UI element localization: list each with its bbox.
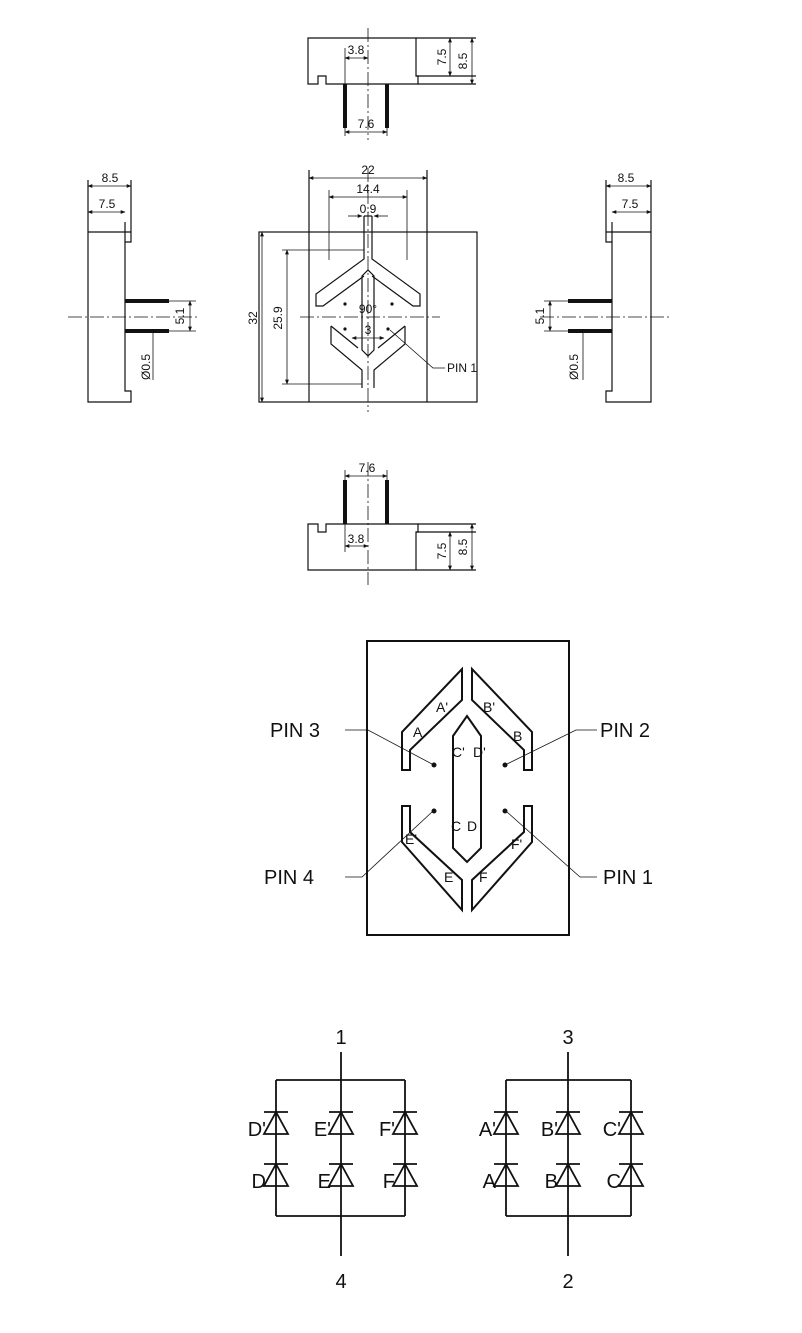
top-dim-3-8: 3.8 [348, 43, 365, 57]
bottom-dim-3-8: 3.8 [348, 532, 365, 546]
left-lower-label-1: E [318, 1171, 331, 1193]
right-lower-label-2: C [607, 1171, 621, 1193]
right-bottom-node: 2 [562, 1271, 573, 1293]
segment-b: B [513, 728, 522, 744]
right-upper-label-2: C' [603, 1119, 621, 1141]
segment-b-prime: B' [483, 699, 495, 715]
right-upper-label-1: B' [541, 1119, 558, 1141]
left-upper-diode-0-triangle [262, 1110, 290, 1135]
segment-a-prime: A' [436, 699, 448, 715]
left-dim-8-5: 8.5 [102, 171, 119, 185]
top-dim-7-5: 7.5 [435, 48, 449, 65]
segment-f-prime: F' [511, 836, 522, 852]
front-view: PIN 1 22 14.4 0.9 32 25.9 90° 3 [246, 163, 478, 412]
right-upper-diode-1-triangle [554, 1110, 582, 1135]
top-view: 3.8 7.6 7.5 8.5 [307, 28, 476, 140]
segment-e-prime: E' [405, 831, 417, 847]
segment-d: D [467, 818, 477, 834]
schematic-group-right: A' A B' B C' C 3 2 [479, 1027, 645, 1293]
front-pin-1-label: PIN 1 [447, 361, 477, 375]
bottom-dim-7-6: 7.6 [359, 461, 376, 475]
front-dim-14-4: 14.4 [356, 182, 380, 196]
right-top-node: 3 [562, 1027, 573, 1049]
pin-2-label: PIN 2 [600, 720, 650, 742]
right-lower-diode-0-triangle [492, 1162, 520, 1187]
left-dim-5-1: 5.1 [173, 307, 187, 324]
segment-a: A [413, 724, 423, 740]
left-lower-label-2: F [383, 1171, 395, 1193]
left-lower-diode-0-triangle [262, 1162, 290, 1187]
bottom-dim-8-5: 8.5 [456, 538, 470, 555]
segment-f: F [479, 869, 488, 885]
pin-1-label: PIN 1 [603, 867, 653, 889]
right-side-view: 8.5 7.5 5.1 Ø0.5 [533, 171, 672, 403]
left-upper-diode-2-triangle [391, 1110, 419, 1135]
right-lower-label-0: A [483, 1171, 497, 1193]
right-dim-8-5: 8.5 [618, 171, 635, 185]
front-dim-32: 32 [246, 311, 260, 325]
bottom-dim-7-5: 7.5 [435, 542, 449, 559]
front-dim-3: 3 [365, 323, 372, 337]
left-lower-diode-1-triangle [327, 1162, 355, 1187]
schematic-group-left: D' D E' E F' F 1 4 [248, 1027, 419, 1293]
left-lower-label-0: D [252, 1171, 266, 1193]
right-lower-diode-1-triangle [554, 1162, 582, 1187]
left-dim-dia-0-5: Ø0.5 [139, 354, 153, 380]
right-dim-dia-0-5: Ø0.5 [567, 354, 581, 380]
left-lower-diode-2-triangle [391, 1162, 419, 1187]
segment-c-prime: C' [452, 744, 465, 760]
right-upper-diode-0-triangle [492, 1110, 520, 1135]
right-dim-5-1: 5.1 [533, 307, 547, 324]
front-dim-25-9: 25.9 [271, 306, 285, 330]
left-upper-label-0: D' [248, 1119, 266, 1141]
pin-3-label: PIN 3 [270, 720, 320, 742]
pin-4-label: PIN 4 [264, 867, 314, 889]
segment-d-prime: D' [473, 744, 486, 760]
bottom-view: 7.6 3.8 7.5 8.5 [307, 461, 476, 585]
diode-schematic: D' D E' E F' F 1 4 A' A B' B C' C 3 2 [248, 1027, 645, 1293]
left-bottom-node: 4 [335, 1271, 346, 1293]
top-dim-8-5: 8.5 [456, 52, 470, 69]
front-dim-0-9: 0.9 [360, 202, 377, 216]
front-dim-angle: 90° [359, 302, 377, 316]
left-upper-label-1: E' [314, 1119, 331, 1141]
pinout-diagram: PIN 3 PIN 2 PIN 4 PIN 1 A' A B' B C' D' … [264, 640, 653, 936]
front-dim-22: 22 [361, 163, 375, 177]
right-lower-label-1: B [545, 1171, 558, 1193]
left-upper-label-2: F' [379, 1119, 395, 1141]
left-dim-7-5: 7.5 [99, 197, 116, 211]
right-lower-diode-2-triangle [617, 1162, 645, 1187]
left-top-node: 1 [335, 1027, 346, 1049]
segment-c: C [451, 818, 461, 834]
top-dim-7-6: 7.6 [358, 117, 375, 131]
left-upper-diode-1-triangle [327, 1110, 355, 1135]
right-upper-label-0: A' [479, 1119, 496, 1141]
segment-e: E [444, 869, 453, 885]
left-side-view: 8.5 7.5 5.1 Ø0.5 [68, 171, 200, 403]
right-upper-diode-2-triangle [617, 1110, 645, 1135]
right-dim-7-5: 7.5 [622, 197, 639, 211]
